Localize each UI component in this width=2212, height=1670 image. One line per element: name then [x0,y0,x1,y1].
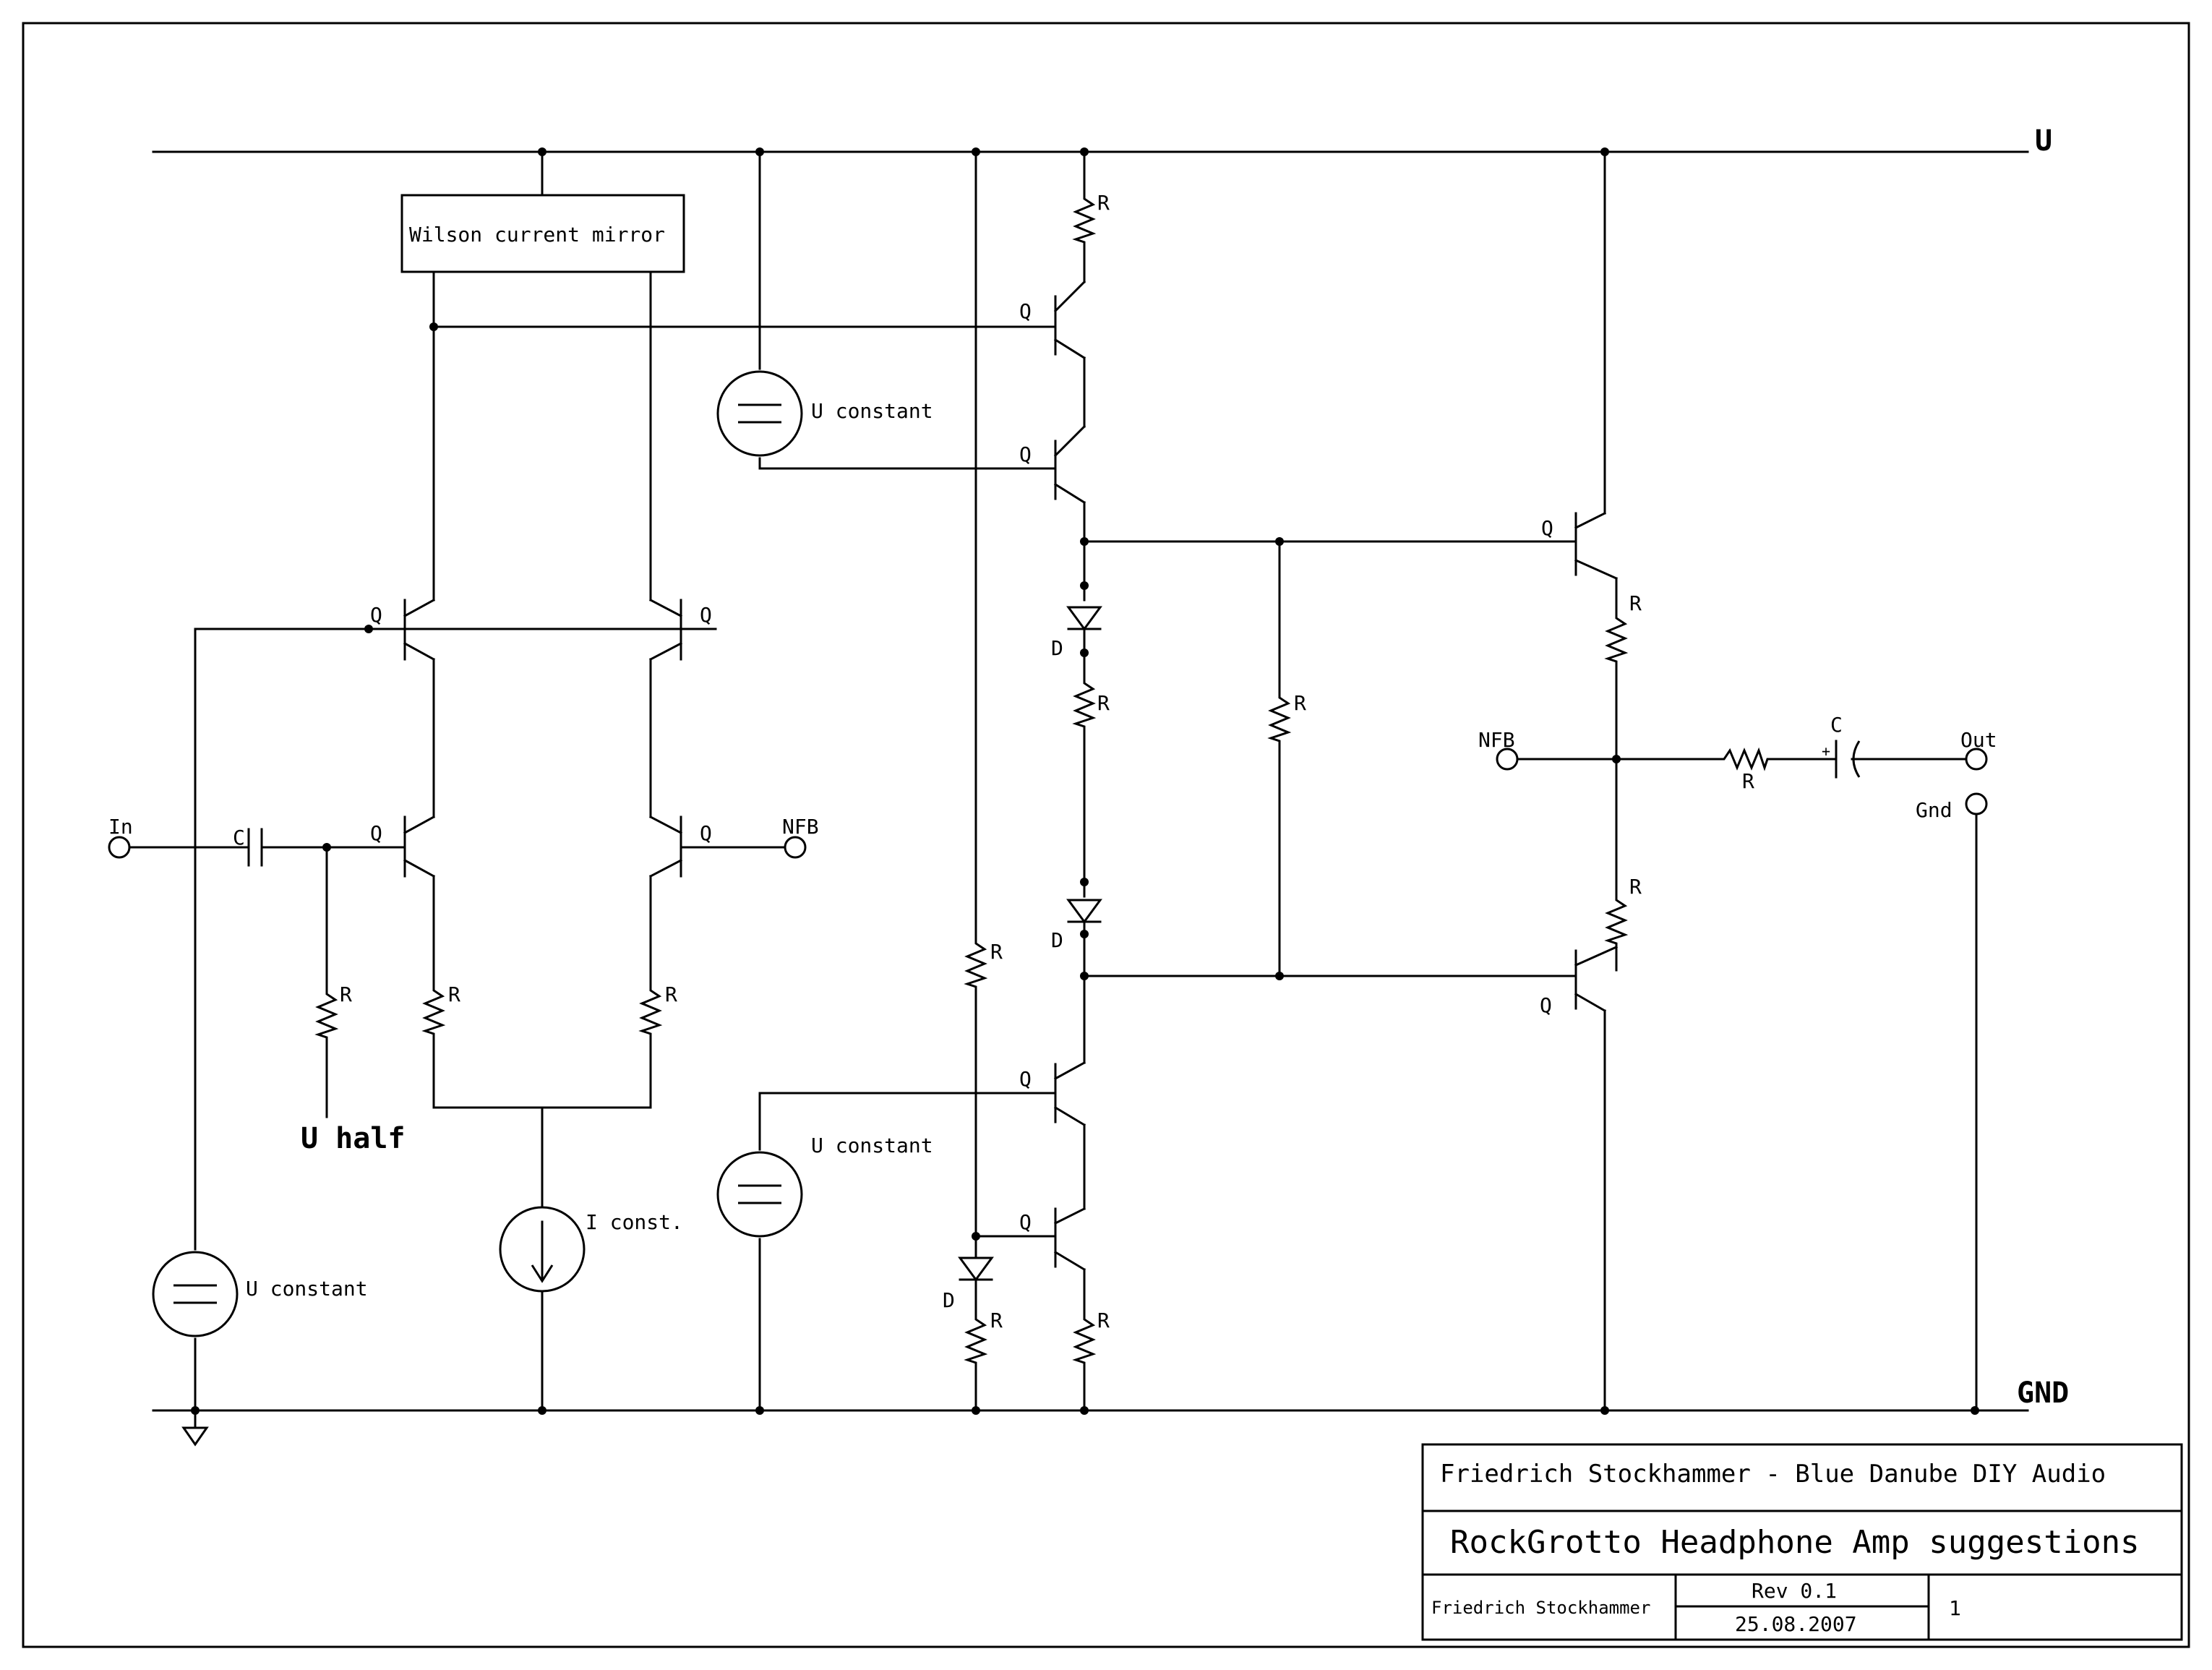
r-label: R [1097,1309,1110,1332]
differential-input-stage [194,598,786,1209]
q-label: Q [1019,1210,1032,1234]
r-label: R [990,940,1003,964]
d-label: D [1051,928,1063,952]
output-label: Out [1960,728,1997,752]
labels: U GND U half In NFB NFB Out Gnd Q Q Q Q … [108,124,2069,1410]
ground-rail [152,1409,2029,1447]
current-source: I const. [499,1206,683,1412]
q-label: Q [700,603,712,627]
ground-label: GND [2017,1376,2069,1410]
title-block-author: Friedrich Stockhammer - Blue Danube DIY … [1440,1460,2106,1489]
nfb-terminal-left[interactable] [784,836,807,859]
voltage-source-upper-label: U constant [811,399,933,423]
input-network [108,828,370,1118]
output-terminal[interactable] [1965,748,1988,771]
title-block-drawn-by: Friedrich Stockhammer [1431,1598,1650,1618]
mirror-label: Wilson current mirror [409,223,665,247]
wilson-current-mirror: Wilson current mirror [400,150,1055,601]
current-source-label: I const. [586,1210,683,1234]
r-label: R [1294,691,1306,715]
voltage-source-left: U constant [152,628,368,1412]
q-label: Q [1541,516,1553,540]
r-label: R [990,1309,1003,1332]
q-label: Q [370,821,382,845]
title-block: Friedrich Stockhammer - Blue Danube DIY … [1421,1443,2183,1641]
r-label: R [340,982,352,1006]
c-label: C [233,826,245,849]
d-label: D [1051,636,1063,660]
gnd-label: Gnd [1916,798,1952,822]
diode-upper [1066,606,1102,631]
ground-symbol-icon [181,1426,209,1447]
q-label: Q [1019,442,1032,466]
c-label: C [1830,713,1843,737]
voltage-source-lower-label: U constant [811,1134,933,1157]
input-label: In [108,815,133,839]
half-supply-label: U half [301,1122,406,1155]
supply-label: U [2035,124,2052,158]
svg-text:+: + [1822,742,1830,760]
d-label: D [943,1288,955,1312]
r-label: R [665,982,677,1006]
junction-dots [191,147,1979,1415]
r-label: R [1742,769,1754,793]
diode-middle [1066,899,1102,924]
title-block-revision: Rev 0.1 [1752,1579,1837,1603]
q-label: Q [370,603,382,627]
gnd-terminal[interactable] [1965,792,1988,815]
arrow-down-icon [531,1264,554,1283]
r-label: R [1629,591,1642,615]
r-label: R [1097,691,1110,715]
nfb-label-right: NFB [1478,728,1515,752]
nfb-terminal-right[interactable] [1496,748,1519,771]
q-label: Q [1019,299,1032,323]
title-block-date: 25.08.2007 [1735,1612,1857,1636]
q-label: Q [1540,993,1552,1017]
r-label: R [448,982,460,1006]
q-label: Q [700,821,712,845]
title-block-sheet: 1 [1949,1596,1961,1620]
title-block-title: RockGrotto Headphone Amp suggestions [1450,1524,2140,1561]
diode-lower-left [958,1256,994,1282]
voltage-source-left-label: U constant [246,1277,368,1301]
r-label: R [1629,875,1642,899]
q-label: Q [1019,1067,1032,1091]
sheet-border [22,22,2190,1648]
input-terminal[interactable] [108,836,131,859]
r-label: R [1097,191,1110,215]
output-stage: + [1496,150,1988,1412]
vas-stage: U constant [716,150,1577,1412]
nfb-label-left: NFB [782,815,819,839]
